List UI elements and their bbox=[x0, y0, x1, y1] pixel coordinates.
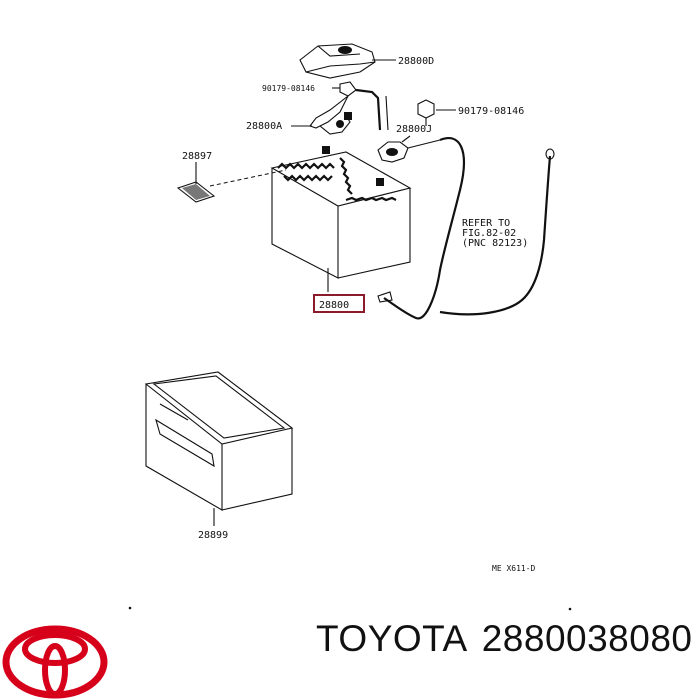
brand-part-caption: TOYOTA 2880038080 bbox=[316, 618, 700, 660]
corner-dot-right bbox=[568, 607, 572, 611]
hold-down-plate-28897 bbox=[176, 162, 287, 203]
label-90179-right: 90179-08146 bbox=[458, 106, 524, 117]
label-28800D: 28800D bbox=[398, 56, 434, 67]
label-28800J: 28800J bbox=[396, 124, 432, 135]
battery-tray-28899 bbox=[144, 371, 294, 526]
brand-name: TOYOTA bbox=[316, 618, 468, 659]
label-refer-pnc: (PNC 82123) bbox=[462, 238, 528, 249]
label-28800: 28800 bbox=[319, 300, 349, 311]
bolt-90179-right bbox=[417, 99, 456, 126]
battery-28800 bbox=[270, 146, 412, 292]
battery-cable bbox=[377, 137, 555, 320]
figure-code: ME X611-D bbox=[492, 564, 536, 573]
label-90179-left: 90179-08146 bbox=[262, 84, 315, 93]
terminal-cover-28800D bbox=[299, 43, 396, 79]
part-number: 2880038080 bbox=[481, 618, 693, 659]
label-refer-fig: FIG.82-02 bbox=[462, 228, 516, 239]
terminal-clamp-28800A bbox=[309, 81, 389, 135]
corner-dot-left bbox=[128, 606, 132, 610]
highlight-box-28800 bbox=[313, 294, 365, 313]
label-28899: 28899 bbox=[198, 530, 228, 541]
toyota-logo-icon bbox=[2, 625, 108, 699]
terminal-clamp-28800J bbox=[377, 135, 441, 163]
label-28800A: 28800A bbox=[246, 121, 282, 132]
label-28897: 28897 bbox=[182, 151, 212, 162]
label-refer-to: REFER TO bbox=[462, 218, 510, 229]
